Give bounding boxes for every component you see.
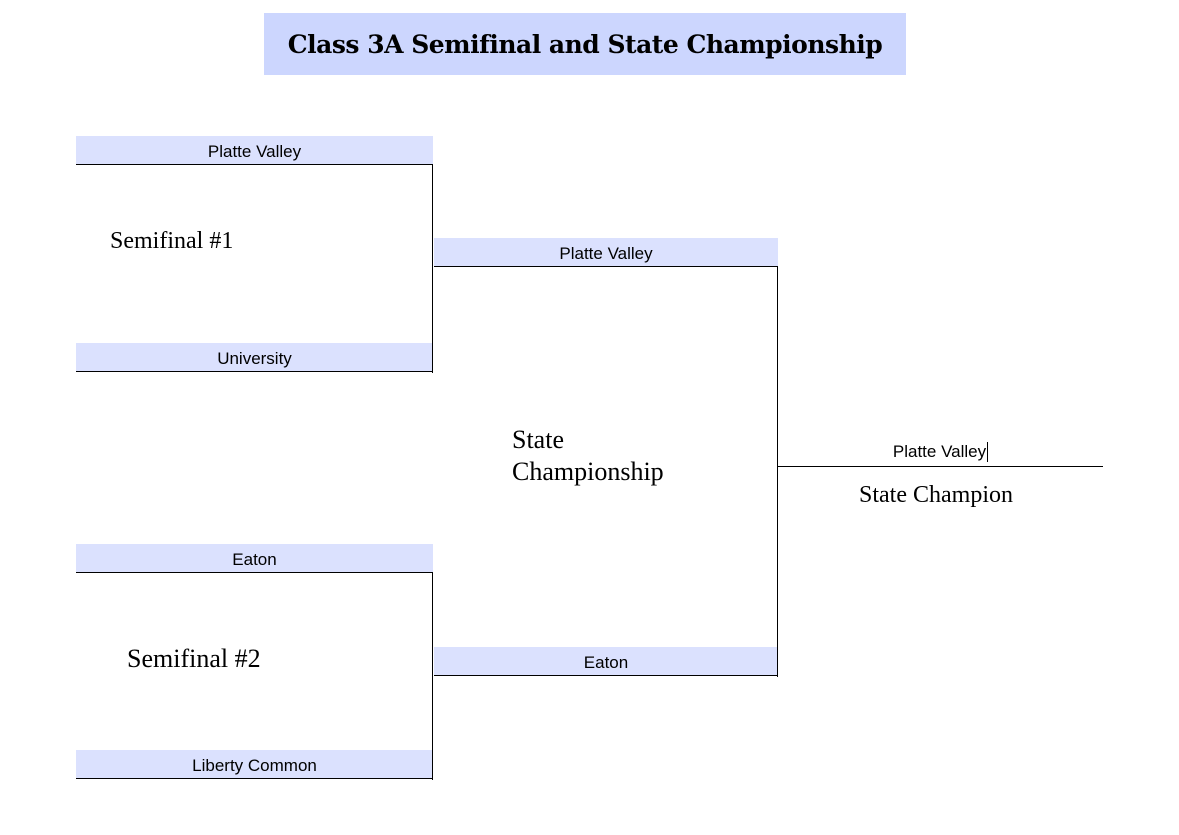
semifinal1-label: Semifinal #1 bbox=[110, 228, 234, 254]
semifinal1-bottom-team[interactable]: University bbox=[76, 343, 433, 372]
page-title: Class 3A Semifinal and State Championshi… bbox=[264, 13, 906, 75]
semifinal2-label: Semifinal #2 bbox=[127, 644, 261, 673]
semifinal2-connector bbox=[432, 573, 433, 780]
semifinal1-top-team[interactable]: Platte Valley bbox=[76, 136, 433, 165]
semifinal2-bottom-team[interactable]: Liberty Common bbox=[76, 750, 433, 779]
champion-label: State Champion bbox=[859, 482, 1013, 508]
championship-bottom-team[interactable]: Eaton bbox=[434, 647, 778, 676]
championship-label-line2: Championship bbox=[512, 457, 664, 486]
semifinal1-connector bbox=[432, 165, 433, 373]
championship-label-line1: State bbox=[512, 425, 564, 454]
championship-connector bbox=[777, 267, 778, 677]
championship-top-team[interactable]: Platte Valley bbox=[434, 238, 778, 267]
semifinal2-top-team[interactable]: Eaton bbox=[76, 544, 433, 573]
championship-label: State Championship bbox=[512, 424, 664, 488]
champion-team[interactable]: Platte Valley bbox=[778, 438, 1103, 467]
champion-team-name: Platte Valley bbox=[892, 442, 989, 462]
